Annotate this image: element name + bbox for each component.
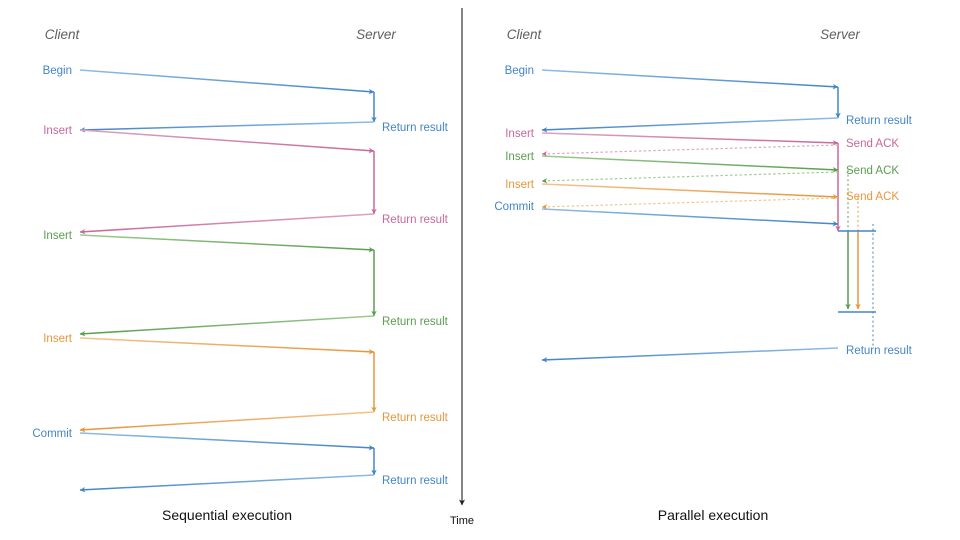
time-axis-label: Time: [450, 515, 474, 527]
message-request-sequential-0: [79, 69, 375, 95]
message-response-sequential-5: [79, 315, 375, 337]
server-label-sequential-0: Return result: [382, 122, 449, 134]
message-response-sequential-1: [79, 121, 375, 133]
panel-caption-sequential: Sequential execution: [162, 507, 292, 523]
client-header-sequential: Client: [45, 27, 81, 42]
message-request-parallel-6: [541, 183, 839, 200]
client-label-parallel-2: Insert: [505, 151, 535, 163]
client-header-parallel: Client: [507, 27, 543, 42]
server-label-sequential-1: Return result: [382, 214, 449, 226]
message-ack-parallel-7: [541, 197, 839, 210]
server-label-sequential-2: Return result: [382, 316, 449, 328]
message-response-parallel-9: [541, 347, 839, 363]
message-response-sequential-3: [79, 213, 375, 235]
server-label-parallel-1: Send ACK: [846, 138, 899, 150]
time-axis-group: Time: [450, 8, 474, 527]
client-label-sequential-4: Commit: [32, 428, 72, 440]
message-ack-parallel-3: [541, 144, 839, 157]
panel-caption-parallel: Parallel execution: [658, 507, 769, 523]
client-label-parallel-0: Begin: [505, 65, 534, 77]
client-label-parallel-3: Insert: [505, 179, 535, 191]
message-request-sequential-4: [79, 234, 375, 253]
message-response-sequential-9: [79, 474, 375, 493]
client-label-sequential-3: Insert: [43, 333, 73, 345]
server-label-parallel-3: Send ACK: [846, 191, 899, 203]
server-label-parallel-2: Send ACK: [846, 165, 899, 177]
message-request-parallel-4: [541, 155, 839, 173]
message-request-sequential-2: [79, 129, 375, 154]
client-label-sequential-0: Begin: [43, 65, 72, 77]
client-label-parallel-1: Insert: [505, 128, 535, 140]
message-request-parallel-0: [541, 69, 839, 90]
server-label-parallel-0: Return result: [846, 115, 913, 127]
message-ack-parallel-5: [541, 171, 839, 184]
message-request-sequential-8: [79, 432, 375, 451]
client-label-sequential-2: Insert: [43, 230, 73, 242]
message-request-parallel-2: [541, 132, 839, 146]
message-response-sequential-7: [79, 411, 375, 433]
server-header-sequential: Server: [356, 27, 396, 42]
server-label-parallel-4: Return result: [846, 345, 913, 357]
server-label-sequential-3: Return result: [382, 412, 449, 424]
server-header-parallel: Server: [820, 27, 860, 42]
server-label-sequential-4: Return result: [382, 475, 449, 487]
message-request-parallel-8: [541, 208, 839, 227]
message-request-sequential-6: [79, 337, 375, 355]
client-label-sequential-1: Insert: [43, 125, 73, 137]
client-label-parallel-4: Commit: [494, 201, 534, 213]
message-response-parallel-1: [541, 117, 839, 133]
